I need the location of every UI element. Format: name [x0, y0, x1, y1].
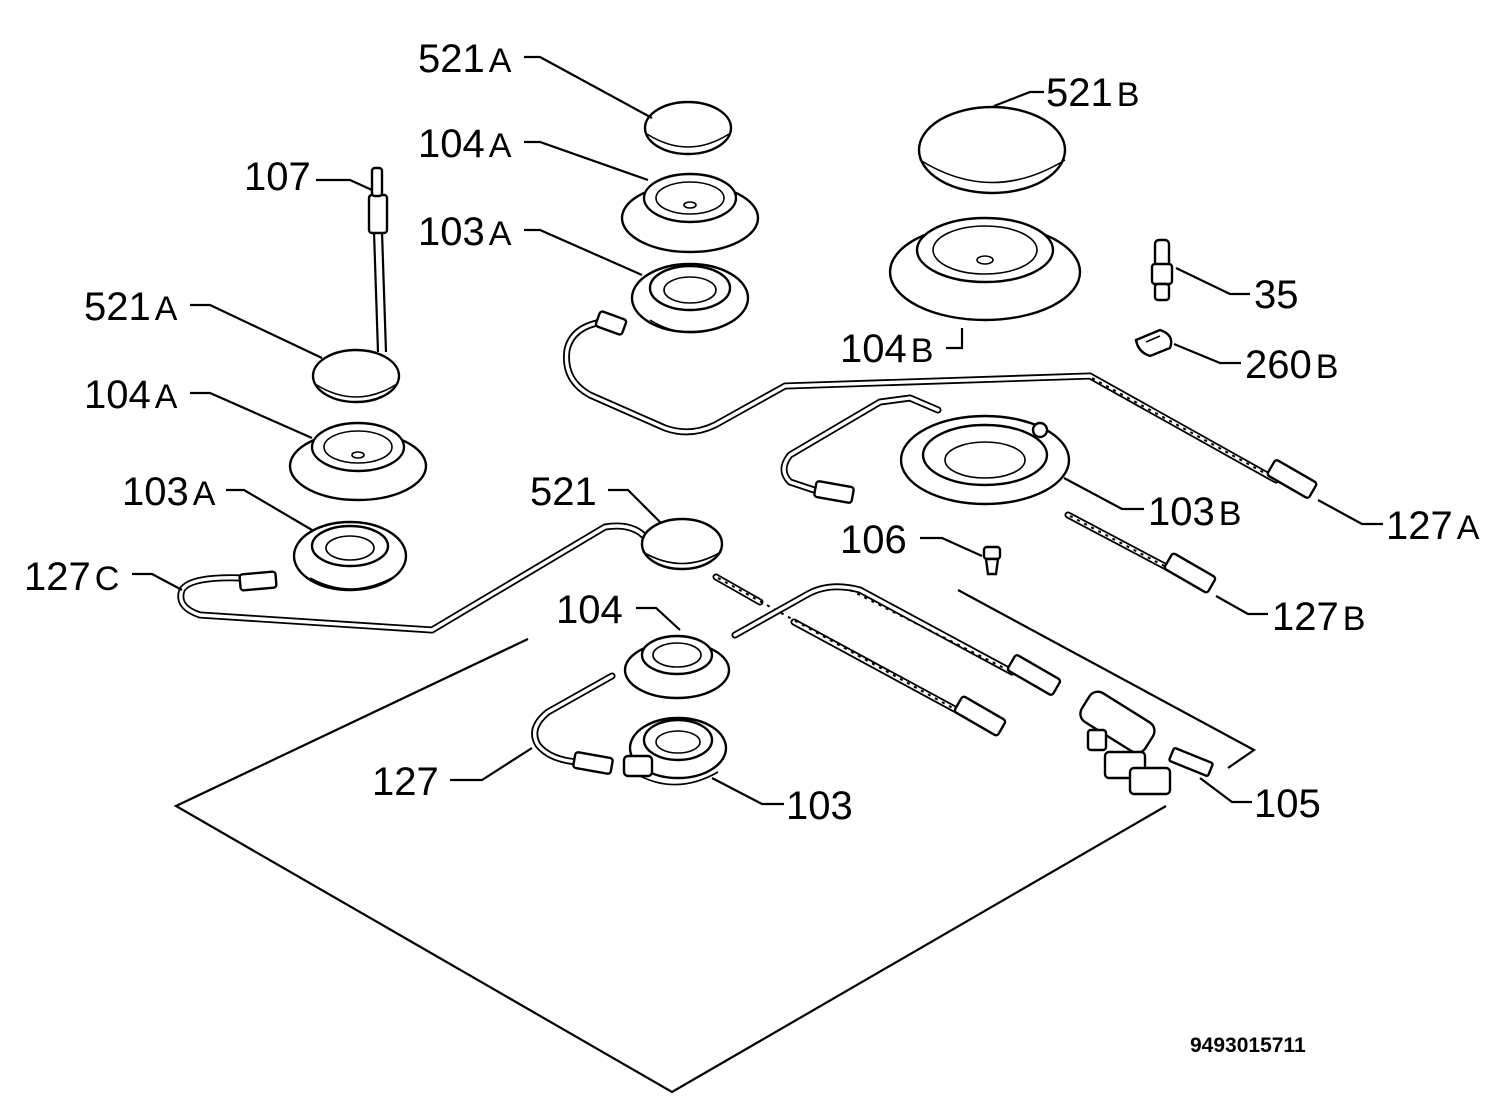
label-105: 105 — [1254, 782, 1321, 826]
leader-lines — [132, 55, 1383, 806]
burner-stack-center — [622, 517, 731, 786]
hob-outline — [173, 638, 1167, 1094]
burner-stack-right — [888, 105, 1082, 506]
label-35: 35 — [1254, 273, 1299, 317]
gas-valve — [1079, 690, 1214, 796]
pipe-fittings — [238, 310, 1318, 775]
hob-edge-right — [957, 589, 1257, 769]
burner-stack-left — [288, 166, 428, 592]
burner-stack-top — [620, 100, 760, 334]
label-106: 106 — [840, 518, 907, 562]
label-104: 104 — [556, 588, 623, 632]
label-521: 521 — [530, 470, 597, 514]
document-number: 9493015711 — [1190, 1034, 1306, 1057]
label-127: 127 — [372, 760, 439, 804]
gas-pipes — [177, 318, 1280, 766]
label-103: 103 — [786, 784, 853, 828]
label-107: 107 — [244, 155, 311, 199]
small-parts — [982, 238, 1174, 576]
